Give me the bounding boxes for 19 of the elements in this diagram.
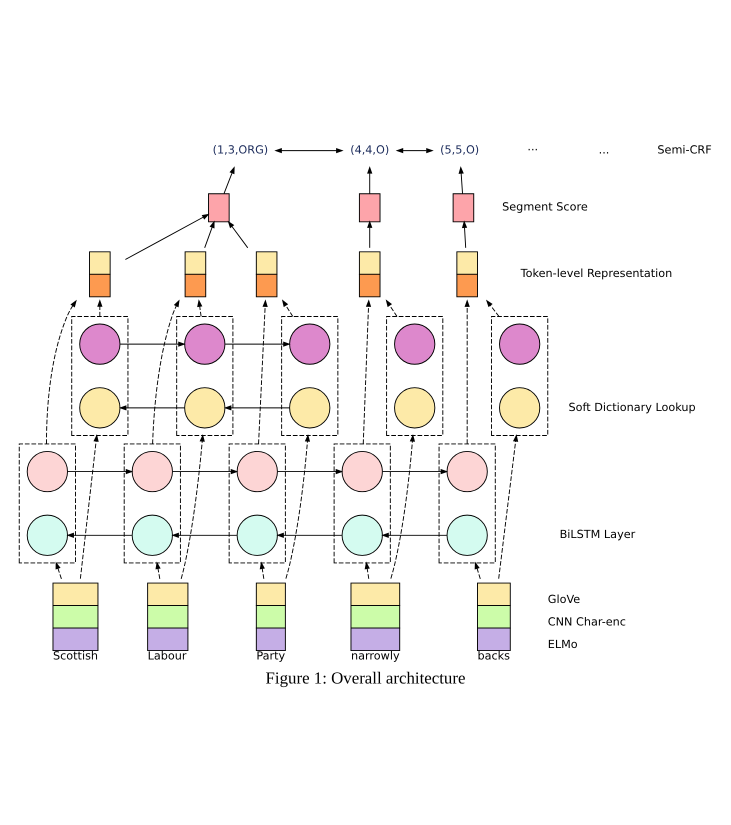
label: Semi-CRF bbox=[657, 143, 712, 156]
label: Soft Dictionary Lookup bbox=[568, 400, 696, 414]
node-label: Party bbox=[256, 649, 286, 662]
node-text: (1,3,ORG) bbox=[212, 143, 268, 156]
label: GloVe bbox=[548, 592, 580, 606]
label: Token-level Representation bbox=[520, 266, 672, 280]
label: ··· bbox=[527, 143, 538, 156]
node-label: Scottish bbox=[52, 649, 98, 662]
node-text: (4,4,O) bbox=[350, 143, 390, 156]
caption: Figure 1: Overall architecture bbox=[266, 668, 466, 687]
label: Segment Score bbox=[502, 200, 588, 214]
label: BiLSTM Layer bbox=[560, 528, 636, 541]
node-label: backs bbox=[477, 649, 510, 662]
label: CNN Char-enc bbox=[548, 614, 626, 628]
node-label: narrowly bbox=[350, 649, 400, 662]
label: ELMo bbox=[548, 637, 578, 650]
label: ... bbox=[598, 143, 610, 156]
node-label: Labour bbox=[148, 649, 187, 662]
node-text: (5,5,O) bbox=[440, 143, 480, 156]
